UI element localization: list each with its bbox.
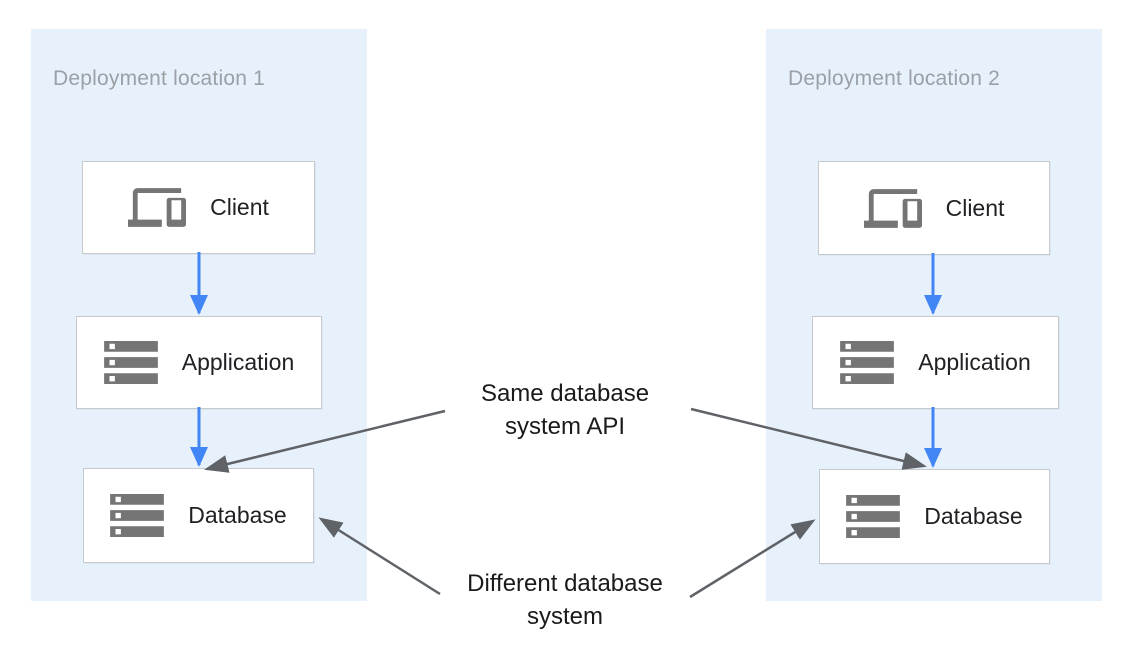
node-label: Application bbox=[181, 349, 295, 375]
node-application-left: Application bbox=[76, 316, 322, 409]
panel-title: Deployment location 1 bbox=[53, 67, 265, 90]
server-stack-icon bbox=[103, 341, 158, 384]
server-stack-icon bbox=[846, 495, 901, 538]
node-label: Application bbox=[918, 349, 1031, 375]
deployment-panel-1: Deployment location 1 Client Application… bbox=[31, 29, 367, 601]
server-stack-icon bbox=[110, 494, 165, 537]
node-label: Client bbox=[210, 194, 269, 220]
panel-title: Deployment location 2 bbox=[788, 67, 1000, 90]
node-database-left: Database bbox=[83, 468, 314, 563]
node-label: Database bbox=[924, 503, 1023, 529]
server-stack-icon bbox=[840, 341, 895, 384]
node-client-right: Client bbox=[818, 161, 1050, 255]
annotation-different-database-system: Different database system bbox=[467, 570, 663, 630]
node-database-right: Database bbox=[819, 469, 1050, 564]
annotation-same-database-system-api: Same database system API bbox=[480, 380, 650, 440]
devices-icon bbox=[128, 188, 187, 227]
node-application-right: Application bbox=[812, 316, 1059, 409]
deployment-panel-2: Deployment location 2 Client Application… bbox=[766, 29, 1102, 601]
node-client-left: Client bbox=[82, 161, 315, 254]
node-label: Database bbox=[188, 502, 287, 528]
devices-icon bbox=[863, 188, 922, 228]
node-label: Client bbox=[945, 194, 1005, 221]
